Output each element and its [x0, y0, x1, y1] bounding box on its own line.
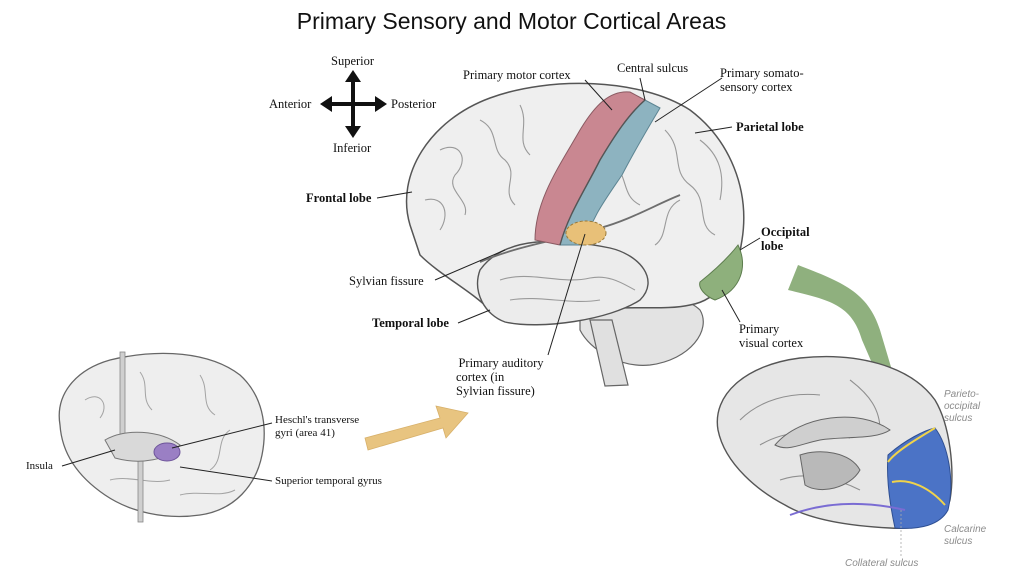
- compass-posterior-label: Posterior: [391, 97, 437, 111]
- insula-brain: [58, 351, 265, 523]
- primary-motor-cortex-label: Primary motor cortex: [463, 68, 571, 82]
- occipital-lobe-label-line1: Occipital: [761, 225, 810, 239]
- collateral-sulcus-label: Collateral sulcus: [845, 558, 919, 569]
- sylvian-fissure-label: Sylvian fissure: [349, 274, 424, 288]
- parieto-occipital-sulcus-label-line3: sulcus: [944, 413, 973, 424]
- calcarine-sulcus-label-line2: sulcus: [944, 536, 973, 547]
- primary-auditory-cortex-label-line1: Primary auditory: [458, 356, 544, 370]
- brainstem: [589, 319, 629, 387]
- heschl-gyri-label-line2: gyri (area 41): [275, 427, 335, 439]
- somatosensory-cortex-label-line1: Primary somato-: [720, 66, 804, 80]
- parietal-lobe-label: Parietal lobe: [736, 120, 804, 134]
- primary-visual-cortex-region: [699, 244, 743, 301]
- medial-brain: [716, 355, 953, 558]
- calcarine-sulcus-label-line1: Calcarine: [944, 524, 987, 535]
- compass-inferior-label: Inferior: [333, 141, 372, 155]
- parieto-occipital-sulcus-label-line2: occipital: [944, 401, 981, 412]
- frontal-lobe-label: Frontal lobe: [306, 191, 372, 205]
- compass-anterior-label: Anterior: [269, 97, 312, 111]
- heschl-gyri-label-line1: Heschl's transverse: [275, 414, 360, 426]
- superior-temporal-gyrus-label: Superior temporal gyrus: [275, 475, 382, 487]
- occipital-lobe-label-line2: lobe: [761, 239, 784, 253]
- primary-visual-cortex-label-line1: Primary: [739, 322, 780, 336]
- lateral-brain: [405, 82, 745, 387]
- primary-auditory-cortex-label-line3: Sylvian fissure): [456, 384, 535, 398]
- page-title: Primary Sensory and Motor Cortical Areas: [296, 8, 727, 34]
- somatosensory-cortex-label-line2: sensory cortex: [720, 80, 793, 94]
- medial-visual-cortex-region: [887, 427, 952, 529]
- auditory-arrow: [364, 405, 469, 451]
- primary-auditory-cortex-label-line2: cortex (in: [456, 370, 505, 384]
- orientation-compass: [320, 70, 387, 138]
- heschl-gyri-region: [153, 442, 181, 462]
- primary-auditory-cortex-region: [565, 220, 607, 246]
- central-sulcus-label: Central sulcus: [617, 61, 689, 75]
- parieto-occipital-sulcus-label-line1: Parieto-: [944, 389, 980, 400]
- insula-label: Insula: [26, 460, 53, 472]
- leader-lines: [376, 77, 761, 356]
- compass-superior-label: Superior: [331, 54, 375, 68]
- primary-visual-cortex-label-line2: visual cortex: [739, 336, 804, 350]
- temporal-lobe-label: Temporal lobe: [372, 316, 449, 330]
